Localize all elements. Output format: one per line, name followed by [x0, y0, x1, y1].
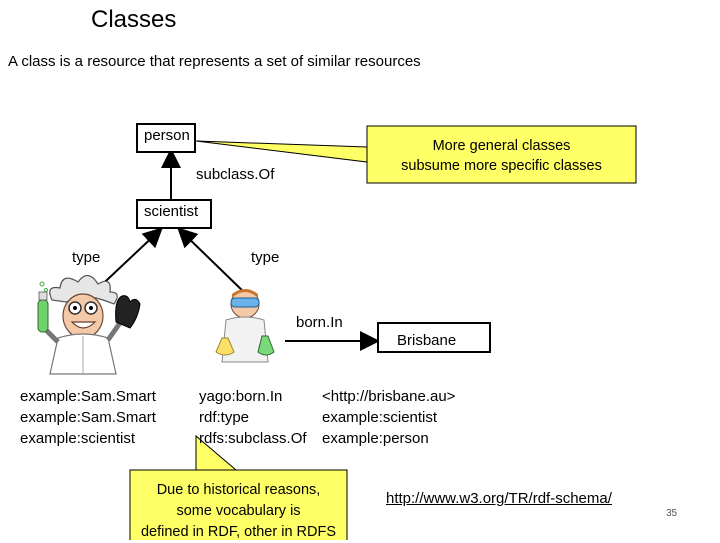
lab-scientist-icon	[215, 289, 275, 363]
historical-callout-text: Due to historical reasons, some vocabula…	[130, 480, 347, 543]
person-node-label: person	[144, 127, 190, 144]
general-callout-box	[366, 125, 637, 184]
page-number: 35	[666, 508, 678, 519]
triple-objects: <http://brisbane.au> example:scientist e…	[322, 386, 455, 449]
page-title: Classes	[91, 6, 177, 33]
triple-subject-3: example:scientist	[20, 430, 136, 447]
type-right-label: type	[251, 249, 280, 266]
triple-predicates: yago:born.In rdf:type rdfs:subclass.Of	[199, 386, 307, 449]
historical-callout-line-3: defined in RDF, other in RDFS	[140, 524, 337, 540]
brisbane-node-label: Brisbane	[397, 332, 457, 349]
born-in-label: born.In	[296, 314, 343, 331]
triple-predicate-2: rdf:type	[199, 409, 250, 426]
triple-subject-1: example:Sam.Smart	[20, 388, 156, 405]
general-callout-text: More general classes subsume more specif…	[367, 136, 636, 176]
triple-predicate-3: rdfs:subclass.Of	[199, 430, 307, 447]
historical-callout-line-1: Due to historical reasons,	[156, 482, 321, 498]
triple-object-3: example:person	[322, 430, 429, 447]
type-arrow-right	[177, 227, 249, 297]
type-left-label: type	[72, 249, 101, 266]
page-subtitle: A class is a resource that represents a …	[8, 53, 421, 70]
triple-object-2: example:scientist	[322, 409, 438, 426]
subclass-of-label: subclass.Of	[196, 166, 275, 183]
triple-subject-2: example:Sam.Smart	[20, 409, 156, 426]
scientist-node: scientist	[136, 199, 212, 229]
general-callout-line-2: subsume more specific classes	[401, 158, 602, 174]
mad-scientist-icon	[37, 274, 141, 375]
historical-callout-line-2: some vocabulary is	[176, 503, 301, 519]
triple-predicate-1: yago:born.In	[199, 388, 283, 405]
rdf-schema-link[interactable]: http://www.w3.org/TR/rdf-schema/	[386, 490, 612, 507]
brisbane-node: Brisbane	[377, 322, 491, 353]
person-node: person	[136, 123, 196, 153]
triple-subjects: example:Sam.Smart example:Sam.Smart exam…	[20, 386, 156, 449]
general-callout-line-1: More general classes	[432, 138, 571, 154]
historical-callout-box	[129, 469, 348, 540]
general-callout-pointer	[195, 140, 368, 163]
triple-object-1: <http://brisbane.au>	[322, 388, 456, 405]
scientist-node-label: scientist	[144, 203, 199, 220]
